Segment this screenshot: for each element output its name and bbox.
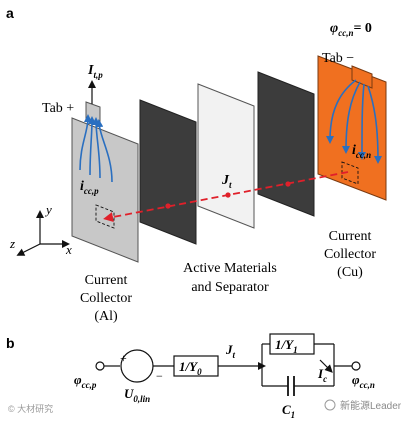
total-current-label: It,p [87, 63, 103, 80]
left-terminal [95, 361, 105, 371]
left-caption: Current Collector (Al) [80, 273, 132, 324]
equivalent-circuit [95, 333, 361, 396]
svg-text:Collector: Collector [80, 291, 132, 306]
left-local-current-label: icc,p [80, 179, 99, 196]
coordinate-axes [16, 210, 70, 256]
svg-text:Active Materials: Active Materials [183, 261, 277, 276]
impedance-y0-label: 1/Y0 [179, 359, 202, 377]
right-potential-label: φcc,n [352, 372, 375, 390]
left-current-collector [71, 80, 139, 263]
source-voltage-label: U0,lin [124, 386, 150, 404]
svg-text:Current: Current [329, 229, 372, 244]
svg-text:(Cu): (Cu) [337, 265, 363, 280]
circuit-flux-label: Jt [225, 342, 236, 360]
separator-plate [197, 83, 255, 229]
right-terminal [351, 361, 361, 371]
positive-tab-label: Tab + [42, 101, 74, 116]
source-plus-label: + [120, 351, 127, 365]
right-local-current-label: icc,n [352, 143, 371, 160]
flux-label: Jt [221, 173, 232, 190]
negative-tab [351, 65, 373, 89]
left-potential-label: φcc,p [74, 372, 97, 390]
electrode-plate-positive [139, 99, 197, 245]
svg-text:and Separator: and Separator [191, 280, 269, 295]
z-axis-label: z [9, 236, 15, 251]
wechat-icon [324, 399, 336, 411]
capacitor-label: C1 [282, 402, 295, 420]
right-current-collector [317, 55, 387, 201]
panel-a-label: a [6, 5, 14, 21]
left-control-volume [95, 204, 115, 229]
source-minus-label: − [156, 369, 163, 383]
y-axis-label: y [44, 202, 52, 217]
right-caption: Current Collector (Cu) [324, 229, 376, 280]
watermark-right: 新能源Leader [340, 399, 402, 412]
svg-text:Current: Current [85, 273, 128, 288]
watermark-left: © 大材研究 [8, 403, 53, 414]
middle-caption: Active Materials and Separator [183, 261, 277, 295]
current-ic-arrow [319, 359, 333, 373]
negative-potential-label: φcc,n= 0 [330, 21, 372, 38]
ionic-flux-arrow [103, 171, 349, 222]
electrode-plate-negative [257, 71, 315, 217]
current-flow-lines-right [326, 79, 382, 164]
ic-current-label: Ic [317, 366, 327, 384]
svg-text:Collector: Collector [324, 247, 376, 262]
current-flow-lines-left [79, 114, 113, 183]
panel-b-label: b [6, 335, 15, 351]
x-axis-label: x [65, 242, 72, 257]
svg-text:(Al): (Al) [94, 309, 118, 324]
impedance-y1-label: 1/Y1 [275, 337, 298, 355]
negative-tab-label: Tab − [322, 51, 354, 66]
